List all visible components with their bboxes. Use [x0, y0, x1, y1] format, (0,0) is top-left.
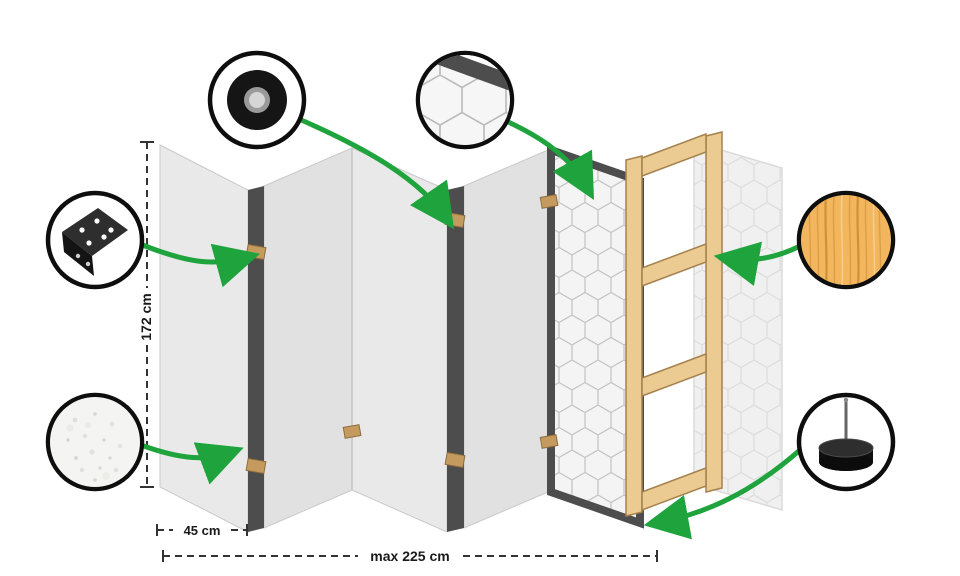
- wooden-frame: [625, 131, 723, 517]
- pattern-detail-icon: [420, 55, 510, 145]
- wood-texture-icon: [801, 195, 891, 285]
- callout-foot: [796, 392, 896, 492]
- leader-arrows: [137, 116, 803, 540]
- screen-panel-3: [351, 147, 448, 533]
- total-width-dimension-label: max 225 cm: [370, 548, 449, 564]
- arrow-fleece-to-panel: [138, 442, 244, 485]
- fleece-texture-icon: [50, 397, 140, 487]
- panel-width-dimension-label: 45 cm: [184, 523, 221, 538]
- panel-edge-strip-1: [248, 186, 264, 532]
- arrow-pattern-to-panel: [501, 117, 595, 200]
- frame-rung-2: [641, 242, 707, 288]
- folding-screen: [159, 144, 644, 533]
- screen-panel-4: [463, 149, 549, 529]
- screen-panel-1: [159, 144, 249, 533]
- callout-fleece: [45, 392, 145, 492]
- hinge-icon: [62, 208, 128, 276]
- panel-edge-strip-2: [447, 186, 464, 532]
- arrow-foot-to-base: [643, 447, 803, 540]
- frame-rung-1: [641, 132, 707, 178]
- frame-rung-3: [641, 352, 707, 398]
- arrow-wood-to-frame: [713, 241, 803, 286]
- callout-adhesive-tape: [207, 50, 307, 150]
- arrow-hinge-to-fold: [137, 241, 261, 288]
- frame-right-rail: [705, 131, 723, 493]
- screen-panel-2: [263, 147, 353, 529]
- patterned-panel: [547, 144, 644, 529]
- arrow-tape-to-joint: [296, 116, 455, 230]
- dimension-lines: [140, 141, 658, 562]
- callout-pattern: [415, 50, 515, 150]
- frame-left-rail: [625, 155, 643, 517]
- frame-rung-4: [641, 466, 707, 512]
- callout-hinge: [45, 190, 145, 290]
- foot-icon: [818, 397, 874, 471]
- callout-wood: [796, 190, 896, 290]
- height-dimension-label: 172 cm: [138, 293, 154, 340]
